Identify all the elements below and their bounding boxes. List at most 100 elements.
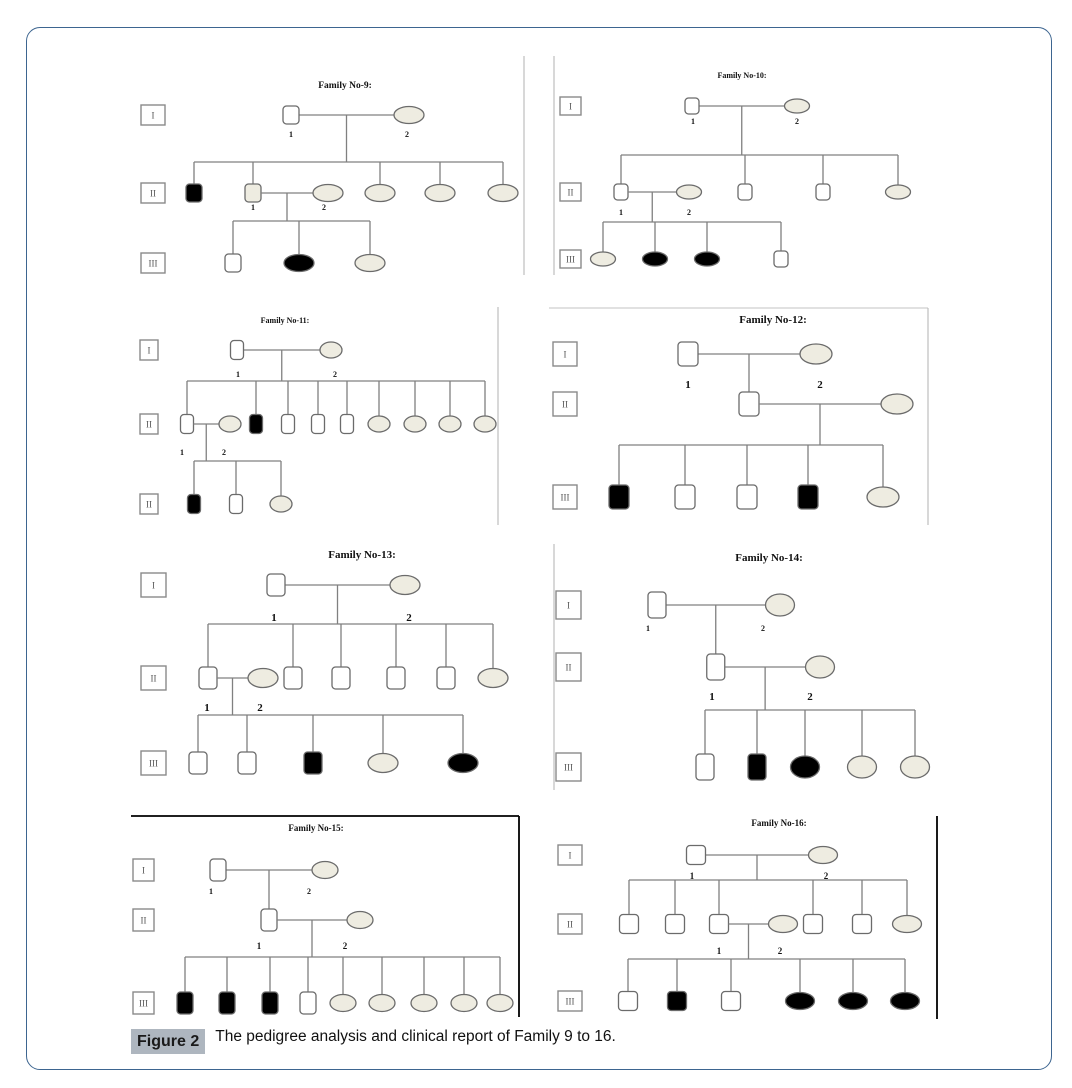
generation-label: III bbox=[557, 990, 583, 1012]
sibship-number: 1 bbox=[180, 448, 184, 457]
generation-label: II bbox=[552, 391, 578, 417]
generation-label: III bbox=[552, 484, 578, 510]
unaffected-male-symbol bbox=[738, 391, 760, 417]
unaffected-male-symbol bbox=[331, 666, 351, 690]
unaffected-male-symbol bbox=[695, 753, 715, 781]
generation-box bbox=[132, 991, 155, 1015]
unaffected-male-symbol bbox=[685, 844, 707, 866]
unaffected-female-symbol bbox=[487, 183, 519, 203]
unaffected-male-symbol bbox=[228, 493, 244, 515]
unaffected-male-symbol bbox=[851, 913, 873, 935]
unaffected-male-symbol bbox=[224, 253, 242, 273]
unaffected-male-symbol bbox=[310, 413, 326, 435]
generation-box bbox=[140, 104, 166, 126]
sibship-number: 1 bbox=[271, 612, 277, 624]
unaffected-male-symbol bbox=[282, 105, 300, 125]
generation-numeral: I bbox=[569, 851, 572, 861]
generation-box bbox=[140, 252, 166, 274]
unaffected-male-symbol bbox=[209, 858, 227, 882]
sibship-number: 1 bbox=[257, 941, 262, 951]
unaffected-male-symbol bbox=[815, 183, 831, 201]
unaffected-female-symbol bbox=[424, 183, 456, 203]
affected-male-symbol bbox=[797, 484, 819, 510]
unaffected-male-symbol bbox=[708, 913, 730, 935]
individual-number: 1 bbox=[691, 117, 695, 126]
generation-box bbox=[559, 96, 582, 116]
generation-numeral: I bbox=[569, 102, 572, 112]
unaffected-female-symbol bbox=[486, 993, 514, 1013]
sibship-number: 1 bbox=[717, 946, 722, 956]
unaffected-male-symbol bbox=[260, 908, 278, 932]
generation-box bbox=[140, 182, 166, 204]
individual-number: 1 bbox=[289, 130, 293, 139]
generation-box bbox=[559, 182, 582, 202]
unaffected-female-symbol bbox=[767, 914, 799, 934]
generation-numeral: III bbox=[139, 999, 148, 1009]
unaffected-male-symbol bbox=[664, 913, 686, 935]
generation-label: III bbox=[132, 991, 155, 1015]
affected-female-symbol bbox=[283, 253, 315, 273]
generation-numeral: II bbox=[146, 420, 152, 430]
generation-label: II bbox=[555, 652, 582, 682]
unaffected-male-symbol bbox=[684, 97, 700, 115]
individual-number: 2 bbox=[761, 624, 765, 633]
unaffected-female-symbol bbox=[783, 98, 811, 114]
affected-male-symbol bbox=[185, 183, 203, 203]
family-title: Family No-14: bbox=[735, 552, 803, 564]
unaffected-female-symbol bbox=[218, 415, 242, 433]
generation-label: I bbox=[557, 844, 583, 866]
generation-label: I bbox=[132, 858, 155, 882]
unaffected-female-symbol bbox=[364, 183, 396, 203]
unaffected-female-symbol bbox=[367, 415, 391, 433]
generation-numeral: II bbox=[146, 500, 152, 510]
sibship-number: 2 bbox=[824, 871, 829, 881]
unaffected-female-symbol bbox=[477, 667, 509, 689]
figure-label: Figure 2 bbox=[131, 1029, 206, 1054]
unaffected-male-symbol bbox=[198, 666, 218, 690]
generation-numeral: II bbox=[141, 916, 147, 926]
unaffected-female-symbol bbox=[346, 910, 374, 930]
affected-male-symbol bbox=[608, 484, 630, 510]
family-title: Family No-10: bbox=[717, 71, 766, 80]
unaffected-female-symbol bbox=[891, 914, 923, 934]
unaffected-female-symbol bbox=[269, 495, 293, 513]
generation-numeral: I bbox=[142, 866, 145, 876]
affected-female-symbol bbox=[837, 991, 869, 1011]
generation-label: II bbox=[559, 182, 582, 202]
generation-box bbox=[139, 413, 159, 435]
affected-female-symbol bbox=[784, 991, 816, 1011]
affected-male-symbol bbox=[218, 991, 236, 1015]
sibship-number: 2 bbox=[257, 702, 263, 714]
unaffected-male-symbol bbox=[436, 666, 456, 690]
family-title: Family No-12: bbox=[739, 314, 807, 326]
individual-number: 2 bbox=[322, 203, 326, 212]
generation-box bbox=[140, 572, 167, 598]
generation-label: III bbox=[140, 252, 166, 274]
unaffected-male-symbol bbox=[299, 991, 317, 1015]
family-title: Family No-11: bbox=[261, 316, 310, 325]
generation-label: I bbox=[140, 572, 167, 598]
generation-label: I bbox=[559, 96, 582, 116]
affected-male-symbol bbox=[666, 990, 688, 1012]
family-title: Family No-15: bbox=[288, 823, 343, 833]
unaffected-male-symbol bbox=[179, 413, 195, 435]
unaffected-female-symbol bbox=[880, 393, 914, 415]
family-title: Family No-13: bbox=[328, 549, 396, 561]
unaffected-female-symbol bbox=[675, 184, 703, 200]
unaffected-female-symbol bbox=[311, 860, 339, 880]
generation-numeral: II bbox=[562, 400, 568, 410]
generation-label: II bbox=[139, 413, 159, 435]
unaffected-female-symbol bbox=[393, 105, 425, 125]
generation-label: II bbox=[132, 908, 155, 932]
sibship-number: 2 bbox=[778, 946, 783, 956]
individual-number: 2 bbox=[687, 208, 691, 217]
individual-number: 1 bbox=[209, 887, 213, 896]
family-title: Family No-9: bbox=[318, 81, 372, 91]
unaffected-female-symbol bbox=[312, 183, 344, 203]
individual-number: 1 bbox=[646, 624, 650, 633]
